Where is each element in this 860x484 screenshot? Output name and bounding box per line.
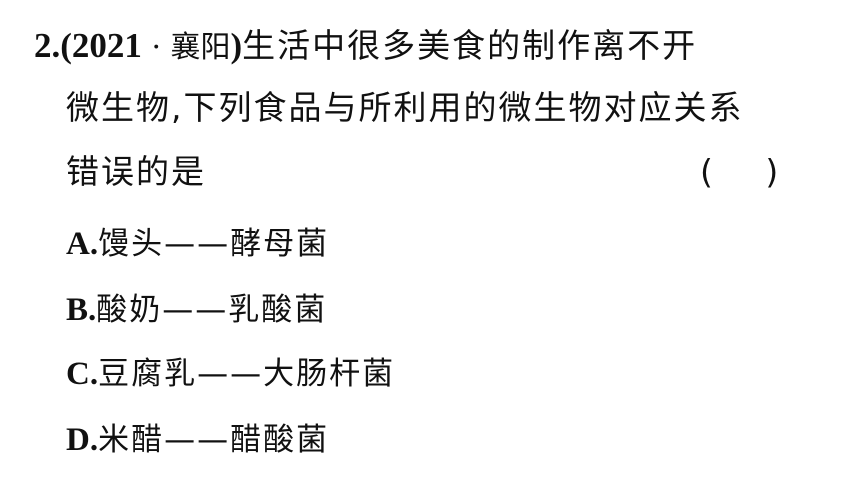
question-stem-line-2: 微生物,下列食品与所利用的微生物对应关系 — [66, 88, 744, 127]
option-d: D.米醋——醋酸菌 — [66, 420, 329, 460]
question-stem-line-3: 错误的是 — [66, 152, 206, 191]
stem-text-1: 生活中很多美食的制作离不开 — [242, 26, 698, 65]
option-c: C.豆腐乳——大肠杆菌 — [66, 354, 395, 394]
source-place: 襄阳 — [170, 30, 231, 65]
source-year: 2021 — [71, 26, 142, 65]
option-a-text: 馒头——酵母菌 — [98, 226, 330, 262]
question-number: 2. — [34, 26, 61, 65]
option-b: B.酸奶——乳酸菌 — [66, 290, 327, 330]
source-open-paren: ( — [60, 26, 72, 65]
option-c-letter: C. — [66, 356, 99, 392]
option-b-text: 酸奶——乳酸菌 — [96, 292, 328, 328]
option-c-text: 豆腐乳——大肠杆菌 — [98, 356, 396, 392]
option-d-text: 米醋——醋酸菌 — [98, 422, 330, 458]
option-b-letter: B. — [66, 292, 97, 328]
option-a: A.馒头——酵母菌 — [66, 224, 329, 264]
source-separator: · — [141, 30, 171, 65]
option-d-letter: D. — [66, 422, 99, 458]
option-a-letter: A. — [66, 226, 99, 262]
answer-bracket: ( ) — [700, 152, 779, 191]
source-close-paren: ) — [230, 26, 243, 65]
question-stem-line-1: 2.(2021 · 襄阳)生活中很多美食的制作离不开 — [34, 26, 697, 68]
